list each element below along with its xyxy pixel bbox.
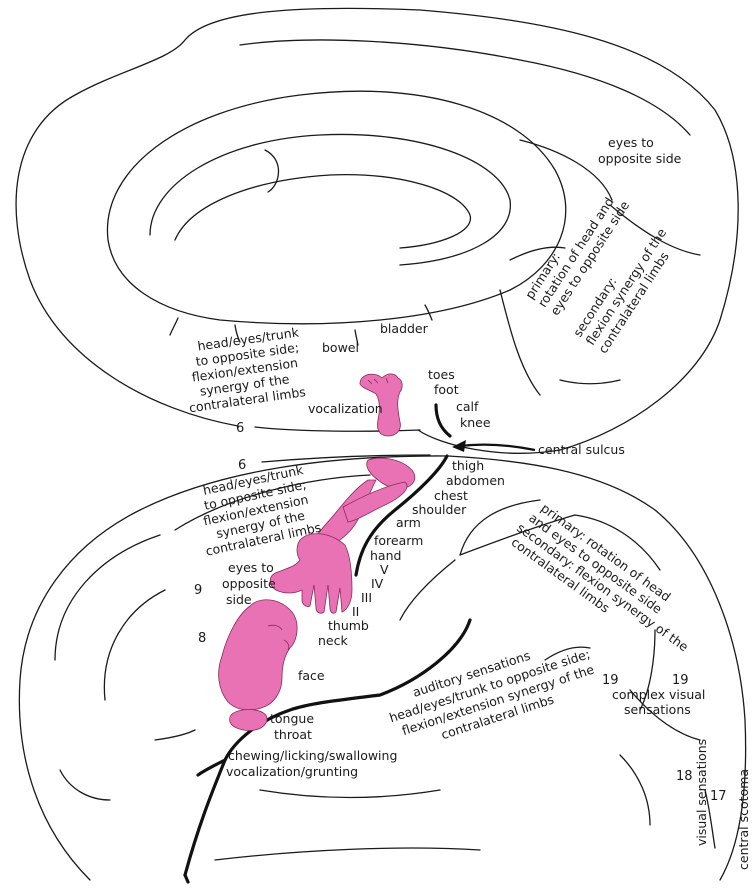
label-arm: arm xyxy=(396,515,421,530)
label-medial-area6: 6 xyxy=(236,421,244,436)
label-bladder: bladder xyxy=(380,321,429,336)
label-central-scotoma: central scotoma xyxy=(736,769,751,870)
medial-cingulate-outer xyxy=(106,90,567,325)
face-shape xyxy=(218,599,298,711)
medial-leg-homunculus xyxy=(359,373,403,437)
lateral-gyrus-top xyxy=(174,474,371,531)
label-forearm: forearm xyxy=(374,533,423,548)
label-hand: hand xyxy=(370,548,401,563)
lateral-area6-line xyxy=(261,454,431,463)
lateral-gyrus-right-d xyxy=(574,514,661,571)
lateral-homunculus xyxy=(218,457,416,731)
label-calf: calf xyxy=(456,399,479,414)
label-tongue: tongue xyxy=(270,711,314,726)
lateral-gyrus-left-a xyxy=(54,534,161,661)
lateral-gyrus-bottom xyxy=(214,847,481,861)
label-toes: toes xyxy=(428,367,455,382)
label-medial-head-eyes: head/eyes/trunk to opposite side; flexio… xyxy=(180,324,312,415)
label-central-sulcus: central sulcus xyxy=(538,442,625,457)
medial-top-gyrus xyxy=(239,39,691,136)
medial-sulcus-e xyxy=(169,317,179,336)
sylvian-fissure xyxy=(183,618,472,877)
tongue-shape xyxy=(229,709,268,731)
label-face: face xyxy=(298,668,325,683)
medial-sulcus-d xyxy=(559,379,621,385)
label-complex-visual: complex visual sensations xyxy=(612,687,709,717)
label-throat: throat xyxy=(274,727,312,742)
hand-shape xyxy=(269,533,353,614)
label-finger-ii: II xyxy=(352,604,359,619)
leg-shape xyxy=(359,373,403,437)
medial-hemisphere xyxy=(15,7,739,454)
upper-arm-shape xyxy=(342,481,408,523)
label-neck: neck xyxy=(318,633,348,648)
label-area9: 9 xyxy=(194,583,202,598)
label-thigh: thigh xyxy=(452,458,484,473)
label-foot: foot xyxy=(434,382,459,397)
lateral-gyrus-right-e xyxy=(544,646,591,661)
medial-callosum-hook xyxy=(264,149,280,193)
sylvian-branch xyxy=(196,758,227,777)
label-area19a: 19 xyxy=(602,673,619,688)
label-medial-eyes-opposite: eyes to opposite side xyxy=(598,135,682,166)
lateral-gyrus-right-c xyxy=(399,559,456,621)
label-area8: 8 xyxy=(198,631,206,646)
label-area18: 18 xyxy=(676,769,693,784)
lateral-outline xyxy=(18,455,747,881)
toe-marks xyxy=(367,377,389,385)
medial-callosum-outer xyxy=(149,133,511,266)
label-chest: chest xyxy=(434,488,468,503)
label-area17: 17 xyxy=(710,789,727,804)
lateral-gyrus-right-b xyxy=(459,499,541,556)
medial-sulcus-c xyxy=(609,204,701,256)
label-vocalization: vocalization xyxy=(308,401,383,416)
medial-sulcus-f xyxy=(234,324,241,343)
label-finger-iii: III xyxy=(361,590,372,605)
label-abdomen: abdomen xyxy=(446,473,505,488)
medial-central-sulcus xyxy=(434,403,452,438)
medial-sulcus-h xyxy=(424,304,433,321)
label-visual-sensations: visual sensations xyxy=(694,739,709,846)
label-finger-v: V xyxy=(380,562,389,577)
medial-sulcus-b xyxy=(499,289,541,396)
lateral-central-sulcus xyxy=(354,454,449,577)
medial-area6-line xyxy=(254,426,421,432)
label-shoulder: shoulder xyxy=(412,502,467,517)
arrow-shaft xyxy=(459,443,536,452)
label-finger-iv: IV xyxy=(371,576,384,591)
lateral-gyrus-left-c xyxy=(59,769,111,801)
medial-callosum-inner xyxy=(174,174,471,249)
lateral-gyrus-right-a xyxy=(459,514,576,556)
label-thumb: thumb xyxy=(328,618,369,633)
label-lateral-area6: 6 xyxy=(238,458,246,473)
lateral-gyrus-right-g xyxy=(639,629,656,711)
lateral-gyrus-mid-a xyxy=(154,729,196,741)
lateral-gyrus-right-h xyxy=(619,754,651,826)
face-features xyxy=(267,624,290,651)
medial-sulcus-g xyxy=(354,329,359,346)
label-lateral-eyes-opposite: eyes to opposite side xyxy=(222,560,280,607)
label-chewing: chewing/licking/swallowing vocalization/… xyxy=(226,748,401,779)
lateral-gyrus-left-b xyxy=(103,589,166,701)
medial-sulcus-a xyxy=(519,139,613,201)
lateral-gyrus-bottom-b xyxy=(259,789,441,799)
label-area19b: 19 xyxy=(672,673,689,688)
arrow-head xyxy=(452,440,466,452)
label-bowel: bowel xyxy=(322,340,359,355)
central-sulcus-arrow xyxy=(452,440,536,452)
label-lateral-primary: primary: rotation of head and eyes to op… xyxy=(505,496,712,669)
label-knee: knee xyxy=(460,415,491,430)
medial-sulcus-i xyxy=(509,246,566,261)
lateral-hemisphere xyxy=(18,454,747,884)
lateral-gyrus-right-i xyxy=(704,789,716,849)
medial-outline xyxy=(15,7,739,454)
sylvian-tip xyxy=(183,873,190,884)
lateral-gyrus-right-f xyxy=(629,689,701,741)
